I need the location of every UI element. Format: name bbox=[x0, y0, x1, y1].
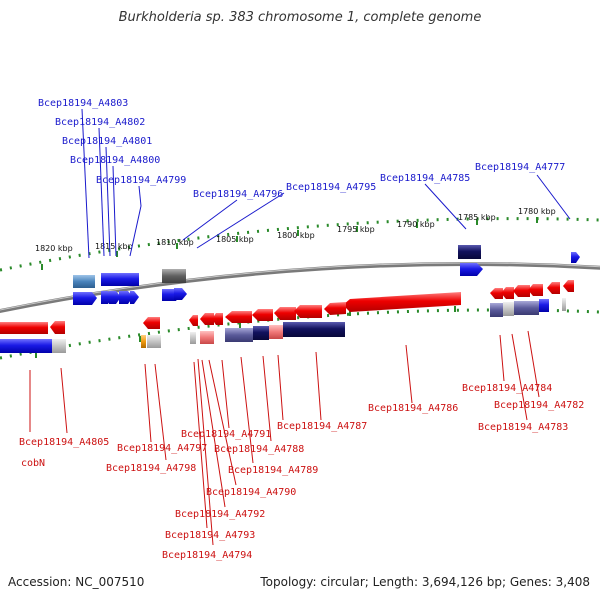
gene-arrow[interactable] bbox=[252, 309, 273, 321]
gene-block[interactable] bbox=[73, 275, 95, 288]
genome-title: Burkholderia sp. 383 chromosome 1, compl… bbox=[118, 10, 482, 25]
gene-block[interactable] bbox=[503, 302, 514, 316]
gene-label-a4777[interactable]: Bcep18194_A4777 bbox=[475, 162, 565, 173]
gene-label-a4805[interactable]: Bcep18194_A4805 bbox=[19, 437, 109, 448]
gene-label-a4791[interactable]: Bcep18194_A4791 bbox=[181, 429, 271, 440]
gene-arrow[interactable] bbox=[460, 263, 483, 276]
scale-tick-1790: 1790 kbp bbox=[397, 220, 435, 229]
scale-tick-1805: 1805 kbp bbox=[216, 235, 254, 244]
scale-tick-1815: 1815 kbp bbox=[95, 242, 133, 251]
gene-label-a4800[interactable]: Bcep18194_A4800 bbox=[70, 155, 160, 166]
gene-label-a4790[interactable]: Bcep18194_A4790 bbox=[206, 487, 296, 498]
gene-block[interactable] bbox=[52, 339, 66, 353]
gene-label-a4787[interactable]: Bcep18194_A4787 bbox=[277, 421, 367, 432]
gene-label-a4786[interactable]: Bcep18194_A4786 bbox=[368, 403, 458, 414]
gene-label-a4802[interactable]: Bcep18194_A4802 bbox=[55, 117, 145, 128]
gene-arrow[interactable] bbox=[84, 292, 97, 305]
gene-label-a4784[interactable]: Bcep18194_A4784 bbox=[462, 383, 552, 394]
gene-label-a4796[interactable]: Bcep18194_A4796 bbox=[193, 189, 283, 200]
scale-tick-1800: 1800 kbp bbox=[277, 231, 315, 240]
gene-arrow[interactable] bbox=[501, 287, 514, 299]
gene-label-a4797[interactable]: Bcep18194_A4797 bbox=[117, 443, 207, 454]
gene-arrow[interactable] bbox=[189, 315, 198, 326]
scale-tick-1785: 1785 kbp bbox=[458, 213, 496, 222]
gene-block[interactable] bbox=[147, 335, 161, 348]
gene-arrow[interactable] bbox=[563, 280, 574, 292]
gene-block[interactable] bbox=[458, 245, 481, 259]
gene-label-a4783[interactable]: Bcep18194_A4783 bbox=[478, 422, 568, 433]
gene-arrow[interactable] bbox=[274, 307, 296, 320]
gene-arrow[interactable] bbox=[130, 291, 139, 304]
gene-label-a4801[interactable]: Bcep18194_A4801 bbox=[62, 136, 152, 147]
gene-label-a4794[interactable]: Bcep18194_A4794 bbox=[162, 550, 252, 561]
gene-block[interactable] bbox=[141, 335, 146, 348]
gene-block[interactable] bbox=[514, 301, 539, 315]
gene-label-a4795[interactable]: Bcep18194_A4795 bbox=[286, 182, 376, 193]
gene-block[interactable] bbox=[490, 303, 503, 317]
gene-block[interactable] bbox=[190, 332, 196, 344]
gene-label-a4785[interactable]: Bcep18194_A4785 bbox=[380, 173, 470, 184]
gene-label-a4792[interactable]: Bcep18194_A4792 bbox=[175, 509, 265, 520]
scale-tick-1820: 1820 kbp bbox=[35, 244, 73, 253]
gene-label-a4789[interactable]: Bcep18194_A4789 bbox=[228, 465, 318, 476]
gene-arrow[interactable] bbox=[294, 305, 322, 318]
gene-block[interactable] bbox=[225, 328, 253, 342]
gene-label-a4793[interactable]: Bcep18194_A4793 bbox=[165, 530, 255, 541]
gene-label-cobn[interactable]: cobN bbox=[21, 458, 45, 469]
gene-block[interactable] bbox=[200, 331, 214, 344]
gene-block[interactable] bbox=[253, 326, 269, 340]
gene-arrow[interactable] bbox=[50, 321, 65, 334]
scale-ruler-top bbox=[0, 217, 600, 272]
gene-arrow[interactable] bbox=[343, 292, 461, 312]
gene-label-a4788[interactable]: Bcep18194_A4788 bbox=[214, 444, 304, 455]
gene-arrow[interactable] bbox=[528, 284, 543, 296]
forward-strand-genes bbox=[73, 245, 580, 305]
gene-block[interactable] bbox=[162, 269, 186, 283]
gene-arrow[interactable] bbox=[143, 317, 160, 329]
gene-arrow[interactable] bbox=[109, 291, 121, 304]
gene-arrow[interactable] bbox=[119, 291, 133, 304]
gene-arrow[interactable] bbox=[212, 313, 223, 325]
gene-block[interactable] bbox=[0, 339, 52, 353]
gene-arrow[interactable] bbox=[174, 288, 187, 300]
gene-label-a4799[interactable]: Bcep18194_A4799 bbox=[96, 175, 186, 186]
gene-arrow[interactable] bbox=[324, 302, 346, 315]
gene-arrow[interactable] bbox=[513, 285, 530, 297]
gene-arrow[interactable] bbox=[547, 282, 560, 294]
reverse-strand-genes bbox=[0, 280, 574, 353]
gene-arrow[interactable] bbox=[200, 313, 214, 325]
forward-callout-lines bbox=[81, 108, 571, 259]
gene-arrow[interactable] bbox=[571, 252, 580, 263]
gene-arrow[interactable] bbox=[225, 311, 252, 323]
topology-summary: Topology: circular; Length: 3,694,126 bp… bbox=[260, 575, 590, 589]
scale-tick-1810: 1810 kbp bbox=[156, 238, 194, 247]
gene-block[interactable] bbox=[101, 273, 139, 286]
gene-label-a4782[interactable]: Bcep18194_A4782 bbox=[494, 400, 584, 411]
gene-arrow[interactable] bbox=[490, 288, 503, 299]
gene-block[interactable] bbox=[283, 322, 345, 337]
gene-arrow[interactable] bbox=[0, 322, 48, 334]
gene-block[interactable] bbox=[269, 325, 283, 339]
reverse-callout-lines bbox=[29, 330, 540, 546]
gene-label-a4798[interactable]: Bcep18194_A4798 bbox=[106, 463, 196, 474]
scale-tick-1780: 1780 kbp bbox=[518, 207, 556, 216]
gene-block[interactable] bbox=[539, 299, 549, 312]
gene-block[interactable] bbox=[562, 298, 566, 311]
gene-label-a4803[interactable]: Bcep18194_A4803 bbox=[38, 98, 128, 109]
accession-label: Accession: NC_007510 bbox=[8, 575, 145, 589]
scale-tick-1795: 1795 kbp bbox=[337, 225, 375, 234]
